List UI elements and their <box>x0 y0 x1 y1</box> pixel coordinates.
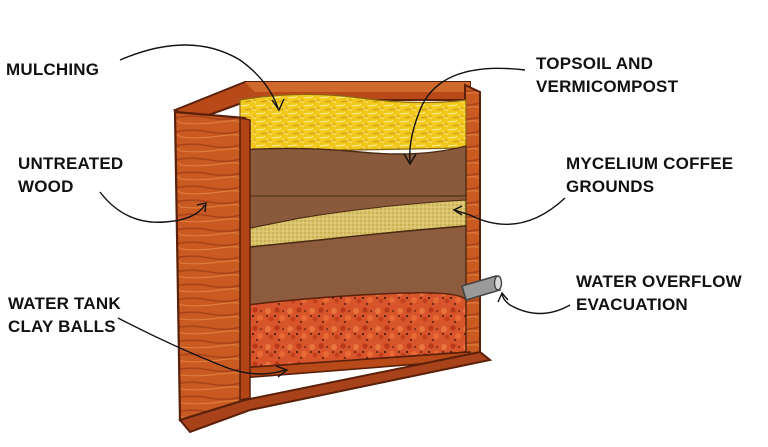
arrow-topsoil <box>409 67 526 163</box>
label-untreated-wood: UNTREATED WOOD <box>18 154 124 196</box>
arrow-water-tank <box>117 317 286 375</box>
label-water-tank: WATER TANK CLAY BALLS <box>8 294 121 336</box>
overflow-pipe <box>461 275 503 301</box>
mulch-layer <box>239 93 467 153</box>
box-front-wall <box>173 110 493 434</box>
label-topsoil: TOPSOIL AND VERMICOMPOST <box>536 54 679 96</box>
arrow-overflow <box>501 293 571 315</box>
arrow-mulching <box>119 44 279 109</box>
label-mulching: MULCHING <box>6 60 100 79</box>
callout-arrows <box>99 44 571 378</box>
soil-layers <box>239 93 467 369</box>
box-right-wall <box>464 83 481 364</box>
topsoil-layer <box>239 145 467 199</box>
label-overflow: WATER OVERFLOW EVACUATION <box>576 272 742 314</box>
arrow-untreated-wood <box>99 191 206 223</box>
label-mycelium: MYCELIUM COFFEE GROUNDS <box>566 154 734 196</box>
arrow-mycelium <box>454 197 566 226</box>
